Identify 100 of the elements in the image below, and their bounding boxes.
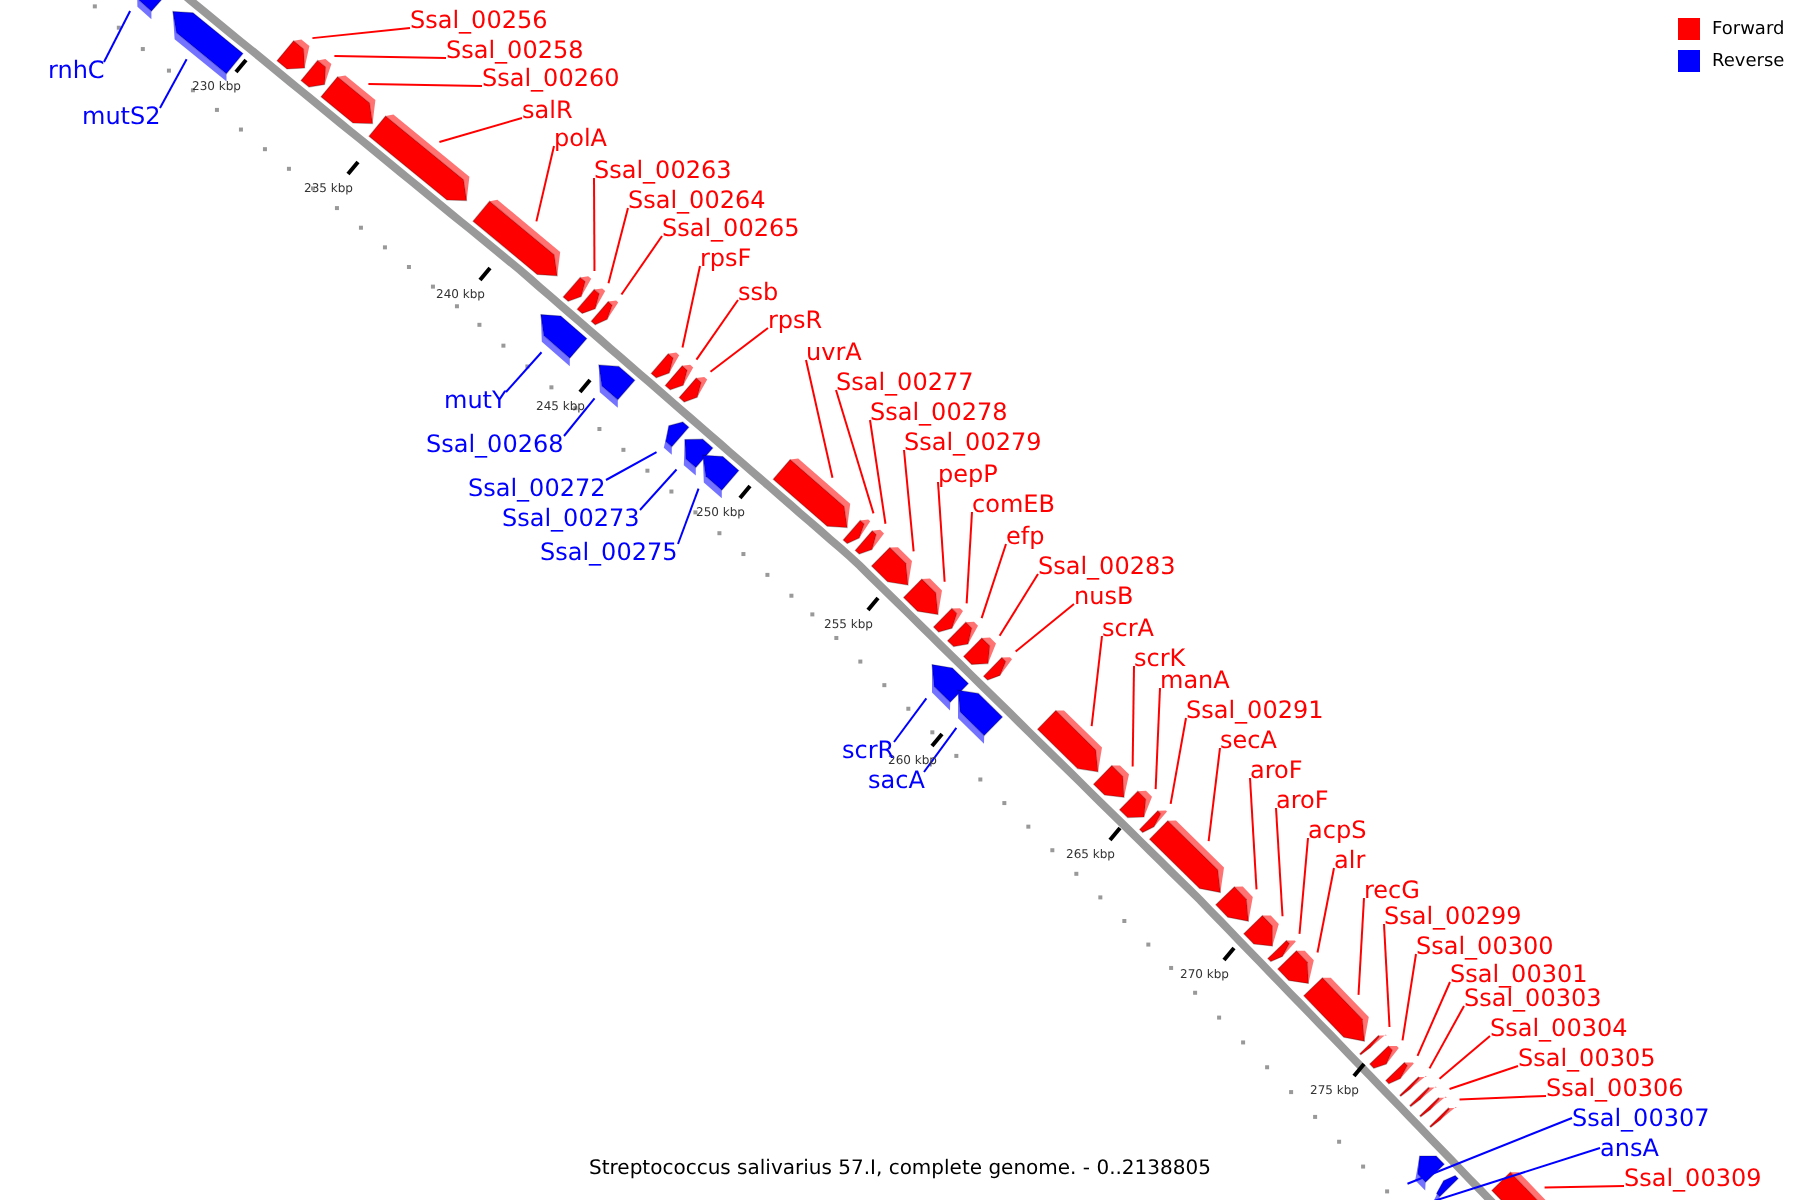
- leader-line: [681, 265, 701, 349]
- leader-line: [965, 511, 973, 605]
- gene-block: [590, 300, 619, 326]
- leader-line: [677, 487, 700, 545]
- gene-block: [276, 39, 310, 70]
- gene-label: Ssal_00305: [1518, 1044, 1656, 1072]
- gene-label: Ssal_00307: [1572, 1104, 1710, 1132]
- gene-block: [320, 75, 376, 125]
- leader-line: [1357, 897, 1365, 996]
- gene-label: scrK: [1134, 644, 1186, 672]
- gene-label: Ssal_00258: [446, 36, 584, 64]
- gene-label: ansA: [1600, 1134, 1659, 1162]
- gene-label: Ssal_00263: [594, 156, 732, 184]
- gene-label: scrA: [1102, 614, 1154, 642]
- gene-block: [982, 656, 1012, 681]
- leader-line: [1438, 1035, 1491, 1080]
- gene-block: [1092, 764, 1129, 798]
- gene-block: [946, 621, 978, 648]
- gene-block: [772, 458, 851, 529]
- gene-label: Ssal_00300: [1416, 932, 1554, 960]
- gene-label: recG: [1364, 876, 1420, 904]
- gene-block: [702, 454, 740, 499]
- gene-label: Ssal_00301: [1450, 960, 1588, 988]
- gene-block: [902, 578, 942, 616]
- gene-label: ssb: [738, 278, 779, 306]
- leader-line: [1154, 687, 1161, 791]
- leader-line: [893, 697, 928, 743]
- leader-line: [1298, 837, 1309, 935]
- gene-label: pepP: [938, 460, 998, 488]
- leader-line: [593, 177, 596, 273]
- gene-block: [172, 10, 244, 82]
- gene-label: Ssal_00299: [1384, 902, 1522, 930]
- gene-block: [1036, 709, 1102, 773]
- leader-line: [1169, 717, 1187, 805]
- leader-line: [103, 10, 132, 63]
- gene-label: secA: [1220, 726, 1277, 754]
- gene-label: rpsF: [700, 244, 752, 272]
- gene-label: Ssal_00304: [1490, 1014, 1628, 1042]
- gene-label: acpS: [1308, 816, 1367, 844]
- gene-block: [957, 689, 1004, 744]
- gene-label: Ssal_00273: [502, 504, 640, 532]
- gene-block: [663, 421, 690, 455]
- gene-label: salR: [522, 96, 573, 124]
- gene-label: mutY: [444, 386, 507, 414]
- gene-label: nusB: [1074, 582, 1134, 610]
- gene-label: rpsR: [768, 306, 823, 334]
- gene-block: [300, 59, 332, 88]
- leader-line: [1416, 981, 1451, 1057]
- leader-line: [607, 207, 629, 285]
- leader-line: [1448, 1065, 1519, 1091]
- gene-label: Ssal_00303: [1464, 984, 1602, 1012]
- legend-label: Forward: [1712, 18, 1785, 44]
- gene-block: [1148, 819, 1224, 894]
- gene-label: Ssal_00278: [870, 398, 1008, 426]
- gene-block: [962, 637, 996, 665]
- gene-block: [683, 438, 714, 476]
- leader-line: [903, 449, 915, 553]
- leader-line: [438, 117, 523, 144]
- leader-line: [367, 82, 483, 87]
- leader-line: [1543, 1185, 1625, 1189]
- gene-label: efp: [1006, 522, 1045, 550]
- leader-line: [709, 327, 769, 373]
- legend-label: Reverse: [1712, 50, 1785, 76]
- gene-label: Ssal_00283: [1038, 552, 1176, 580]
- leader-line: [505, 351, 543, 393]
- leader-line: [159, 58, 188, 109]
- gene-block: [1242, 914, 1279, 947]
- gene-block: [1415, 1155, 1446, 1191]
- leader-line: [1090, 635, 1103, 728]
- leader-line: [639, 468, 678, 511]
- leader-line: [1316, 867, 1335, 954]
- gene-label: Ssal_00268: [426, 430, 564, 458]
- gene-label: Ssal_00309: [1624, 1164, 1762, 1192]
- gene-label: comEB: [972, 490, 1055, 518]
- gene-block: [1214, 885, 1253, 922]
- gene-block: [598, 364, 636, 408]
- gene-block: [1276, 949, 1314, 985]
- leader-line: [1014, 603, 1075, 653]
- leader-line: [1131, 665, 1135, 768]
- gene-label: Ssal_00256: [410, 6, 548, 34]
- gene-label: alr: [1334, 846, 1366, 874]
- leader-line: [333, 55, 447, 59]
- gene-label: mutS2: [82, 102, 161, 130]
- gene-block: [870, 546, 912, 586]
- leader-line: [1275, 807, 1284, 918]
- leader-line: [1406, 1117, 1573, 1185]
- gene-block: [854, 529, 884, 555]
- leader-line: [1458, 1095, 1547, 1101]
- gene-label: manA: [1160, 666, 1230, 694]
- gene-label: Ssal_00279: [904, 428, 1042, 456]
- gene-block: [678, 377, 708, 403]
- gene-block: [931, 663, 970, 711]
- gene-block: [1302, 976, 1369, 1042]
- gene-label: uvrA: [806, 338, 862, 366]
- gene-block: [1118, 790, 1152, 819]
- caption: Streptococcus salivarius 57.I, complete genome. - 0..2138805: [589, 1158, 1211, 1180]
- leader-line: [980, 543, 1007, 620]
- gene-block: [1434, 1174, 1460, 1200]
- leader-line: [1428, 1005, 1465, 1070]
- gene-block: [932, 607, 963, 633]
